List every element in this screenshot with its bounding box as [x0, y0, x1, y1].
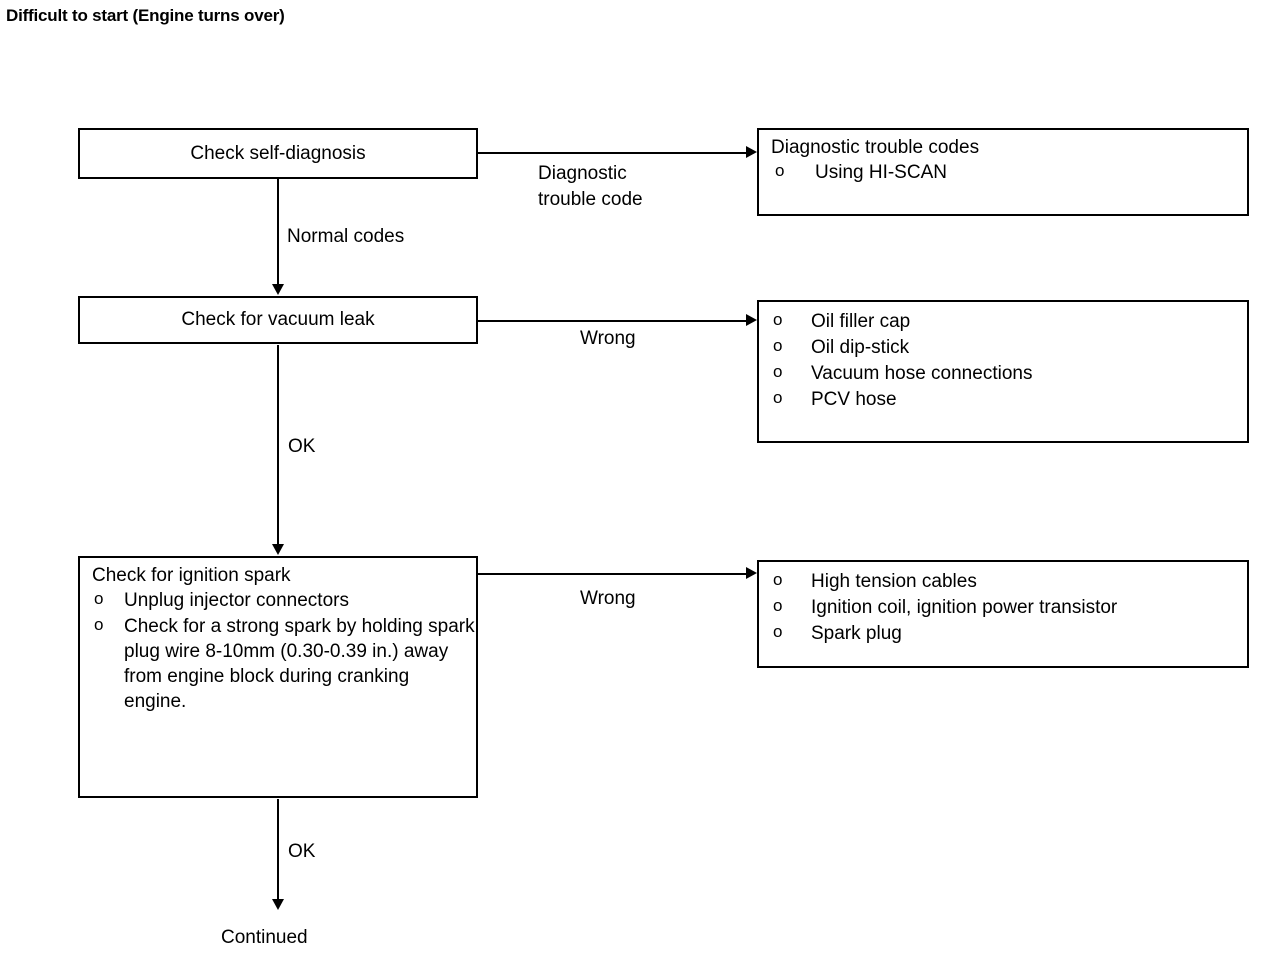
node-check-ignition-spark[interactable]: Check for ignition spark o Unplug inject… — [78, 556, 478, 798]
arrowhead-vacuum-leak-to-ignition-spark — [272, 544, 284, 555]
bullet-marker-icon: o — [94, 589, 104, 608]
node-check-vacuum-leak[interactable]: Check for vacuum leak — [78, 296, 478, 344]
list-item-label: Check for a strong spark by holding spar… — [124, 616, 475, 713]
list-item: o Using HI-SCAN — [759, 160, 1247, 185]
check-ignition-spark-list: o Unplug injector connectors o Check for… — [80, 588, 476, 714]
arrowhead-vacuum-leak-to-causes — [746, 314, 757, 326]
list-item-label: Oil filler cap — [811, 311, 911, 332]
list-item: o PCV hose — [759, 387, 1247, 412]
list-item: o Unplug injector connectors — [80, 588, 476, 613]
list-item-label: High tension cables — [811, 571, 977, 592]
node-ignition-spark-causes[interactable]: o High tension cables o Ignition coil, i… — [757, 560, 1249, 668]
node-check-self-diagnosis[interactable]: Check self-diagnosis — [78, 128, 478, 179]
connector-ignition-spark-to-causes — [478, 573, 746, 575]
edge-label-ok-vacuum: OK — [288, 436, 316, 457]
node-check-vacuum-leak-label: Check for vacuum leak — [181, 309, 375, 330]
ignition-spark-causes-list: o High tension cables o Ignition coil, i… — [759, 569, 1247, 646]
arrowhead-self-diagnosis-to-vacuum-leak — [272, 284, 284, 295]
list-item: o Check for a strong spark by holding sp… — [80, 614, 476, 714]
list-item: o Vacuum hose connections — [759, 361, 1247, 386]
bullet-marker-icon: o — [773, 570, 783, 589]
node-diagnostic-trouble-codes-heading: Diagnostic trouble codes — [771, 137, 980, 158]
edge-label-normal-codes: Normal codes — [287, 226, 405, 247]
list-item: o Oil dip-stick — [759, 335, 1247, 360]
list-item-label: PCV hose — [811, 389, 897, 411]
connector-self-diagnosis-to-codes — [478, 152, 746, 154]
connector-self-diagnosis-to-vacuum-leak — [277, 179, 279, 284]
node-diagnostic-trouble-codes[interactable]: Diagnostic trouble codes o Using HI-SCAN — [757, 128, 1249, 216]
edge-label-wrong-vacuum: Wrong — [580, 328, 636, 349]
bullet-marker-icon: o — [773, 362, 783, 382]
terminal-continued-label: Continued — [221, 927, 308, 948]
bullet-marker-icon: o — [773, 388, 783, 408]
connector-vacuum-leak-to-causes — [478, 320, 746, 322]
connector-vacuum-leak-to-ignition-spark — [277, 345, 279, 544]
list-item: o Ignition coil, ignition power transist… — [759, 595, 1247, 620]
bullet-marker-icon: o — [773, 310, 783, 329]
list-item-label: Unplug injector connectors — [124, 590, 349, 611]
node-check-self-diagnosis-label: Check self-diagnosis — [190, 142, 366, 164]
edge-label-diagnostic-trouble-code: Diagnostic trouble code — [538, 161, 708, 212]
list-item: o Oil filler cap — [759, 309, 1247, 334]
arrowhead-ignition-spark-to-continued — [272, 899, 284, 910]
node-vacuum-leak-causes[interactable]: o Oil filler cap o Oil dip-stick o Vacuu… — [757, 300, 1249, 443]
edge-label-diagnostic-trouble-code-line2: trouble code — [538, 188, 643, 210]
list-item: o Spark plug — [759, 621, 1247, 646]
list-item-label: Using HI-SCAN — [815, 162, 947, 183]
arrowhead-ignition-spark-to-causes — [746, 567, 757, 579]
page-title: Difficult to start (Engine turns over) — [6, 6, 285, 25]
connector-ignition-spark-to-continued — [277, 799, 279, 899]
bullet-marker-icon: o — [94, 615, 104, 635]
list-item-label: Spark plug — [811, 623, 902, 645]
list-item: o High tension cables — [759, 569, 1247, 594]
bullet-marker-icon: o — [775, 161, 785, 180]
edge-label-ok-ignition: OK — [288, 841, 316, 862]
bullet-marker-icon: o — [773, 596, 783, 616]
arrowhead-self-diagnosis-to-codes — [746, 146, 757, 158]
list-item-label: Ignition coil, ignition power transistor — [811, 597, 1118, 619]
list-item-label: Oil dip-stick — [811, 337, 910, 359]
diagnostic-trouble-codes-list: o Using HI-SCAN — [759, 160, 1247, 185]
vacuum-leak-causes-list: o Oil filler cap o Oil dip-stick o Vacuu… — [759, 309, 1247, 412]
edge-label-wrong-ignition: Wrong — [580, 588, 636, 609]
bullet-marker-icon: o — [773, 622, 783, 642]
list-item-label: Vacuum hose connections — [811, 363, 1033, 385]
bullet-marker-icon: o — [773, 336, 783, 356]
edge-label-diagnostic-trouble-code-line1: Diagnostic — [538, 163, 627, 184]
node-check-ignition-spark-heading: Check for ignition spark — [92, 565, 291, 586]
